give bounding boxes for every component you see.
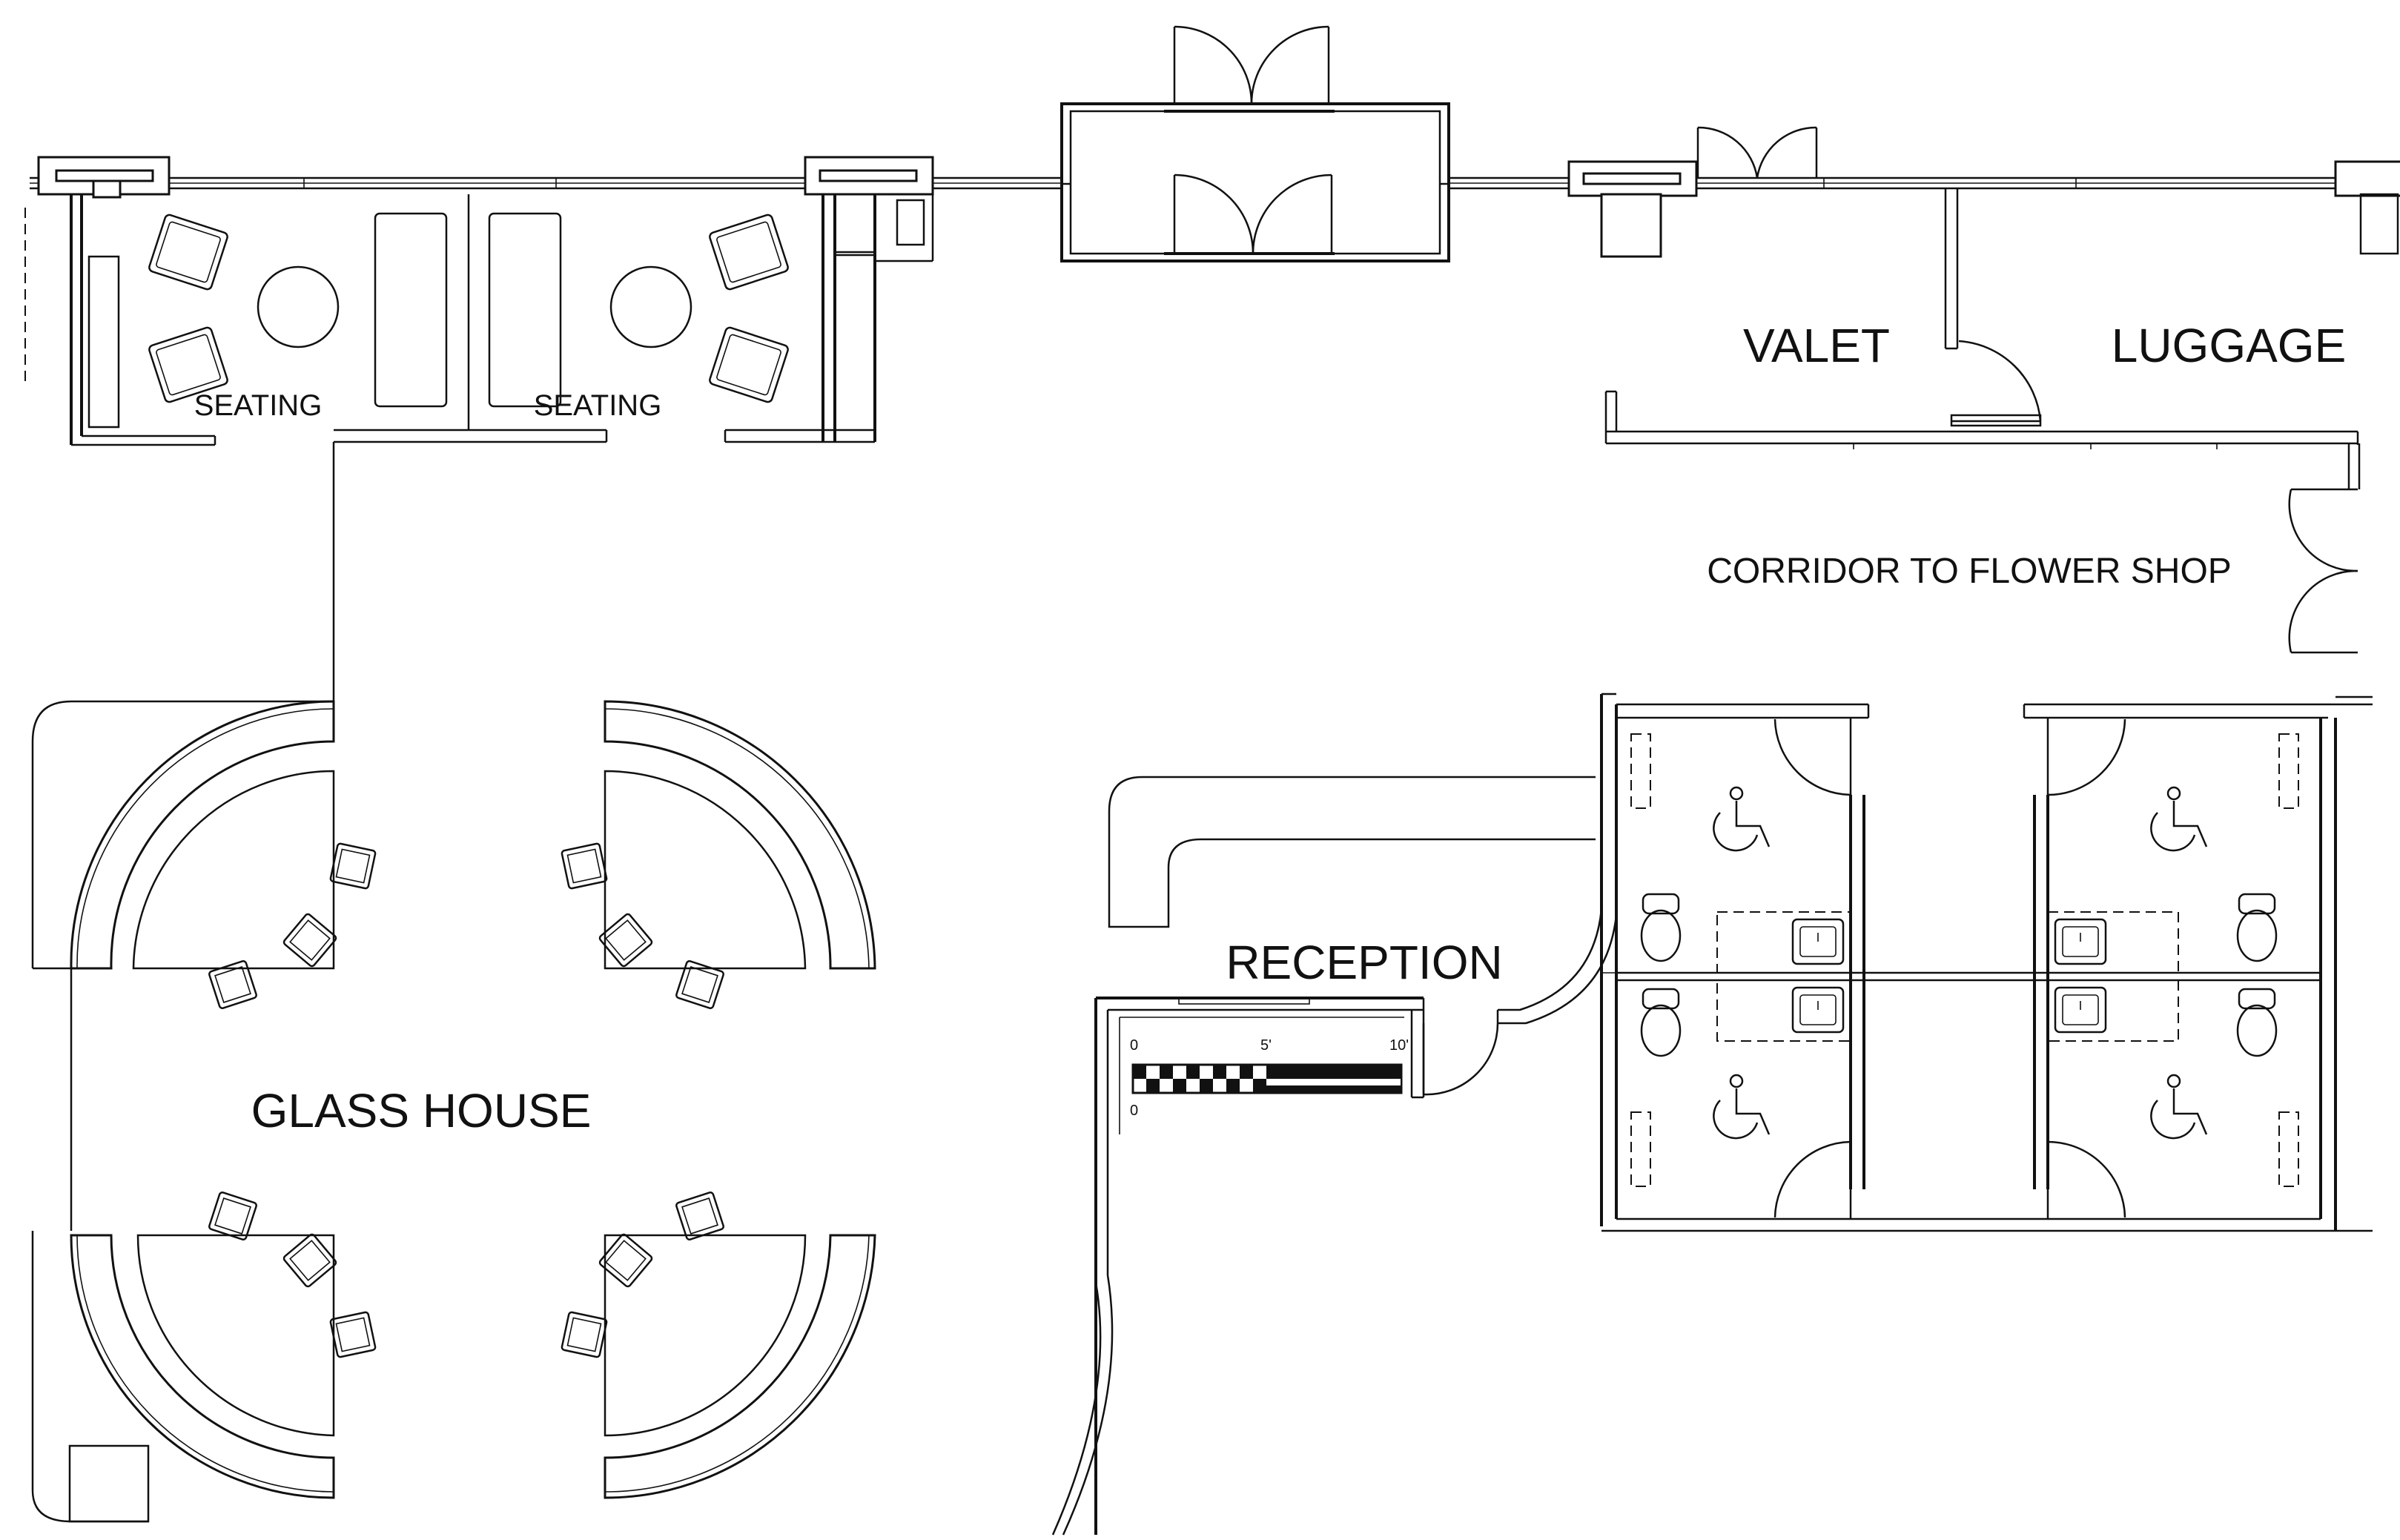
column bbox=[2334, 160, 2400, 197]
seating-area bbox=[24, 194, 934, 446]
chair-icon bbox=[598, 1233, 653, 1288]
toilet-icon bbox=[2236, 988, 2278, 1057]
scale-tick-10: 10' bbox=[1389, 1037, 1409, 1054]
toilet-icon bbox=[2236, 893, 2278, 962]
scale-origin: 0 bbox=[1130, 1103, 1138, 1119]
chair-icon bbox=[282, 913, 337, 968]
door-swing-icon bbox=[1173, 25, 1330, 105]
glass-house-label: GLASS HOUSE bbox=[251, 1084, 592, 1137]
chair-icon bbox=[709, 214, 789, 291]
chair-icon bbox=[598, 913, 653, 968]
door-swing-icon bbox=[1773, 1140, 1852, 1219]
sink-icon bbox=[2054, 918, 2107, 965]
sink-icon bbox=[1791, 918, 1845, 965]
valet-luggage-rooms bbox=[1604, 126, 2399, 489]
chair-icon bbox=[282, 1233, 337, 1288]
sink-icon bbox=[1791, 986, 1845, 1034]
chair-icon bbox=[148, 326, 228, 403]
seating-left-label: SEATING bbox=[194, 389, 323, 422]
chair-icon bbox=[561, 842, 608, 890]
glass-house bbox=[31, 442, 876, 1523]
toilet-icon bbox=[1640, 988, 1682, 1057]
chair-icon bbox=[709, 326, 789, 403]
entry-vestibule bbox=[1060, 25, 1450, 262]
sink-icon bbox=[2054, 986, 2107, 1034]
door-swing-icon bbox=[1173, 174, 1333, 254]
north-exterior-wall bbox=[30, 176, 2358, 190]
door-swing-icon bbox=[1951, 340, 2042, 423]
chair-icon bbox=[208, 960, 257, 1009]
corridor-label: CORRIDOR TO FLOWER SHOP bbox=[1707, 552, 2232, 591]
door-swing-icon bbox=[1696, 126, 1818, 179]
reception-area bbox=[1051, 776, 1618, 1536]
door-swing-icon bbox=[2046, 718, 2126, 796]
door-swing-icon bbox=[1773, 718, 1852, 796]
scale-tick-5: 5' bbox=[1260, 1037, 1272, 1054]
wheelchair-icon bbox=[1713, 1074, 1771, 1140]
chair-icon bbox=[561, 1311, 608, 1358]
door-swing-icon bbox=[2288, 488, 2358, 654]
door-swing-icon bbox=[2046, 1140, 2126, 1219]
column bbox=[804, 156, 934, 196]
reception-label: RECEPTION bbox=[1226, 936, 1502, 989]
luggage-label: LUGGAGE bbox=[2112, 319, 2347, 372]
scale-bar bbox=[1131, 1063, 1403, 1094]
wheelchair-icon bbox=[2150, 1074, 2208, 1140]
round-table-icon bbox=[609, 265, 692, 348]
door-swing-icon bbox=[1422, 1022, 1499, 1096]
wheelchair-icon bbox=[1713, 786, 1771, 852]
chair-icon bbox=[148, 214, 228, 291]
scale-tick-0: 0 bbox=[1130, 1037, 1138, 1054]
valet-label: VALET bbox=[1743, 319, 1890, 372]
column bbox=[37, 156, 171, 199]
chair-icon bbox=[208, 1192, 257, 1240]
wheelchair-icon bbox=[2150, 786, 2208, 852]
chair-icon bbox=[329, 1311, 377, 1358]
round-table-icon bbox=[257, 265, 340, 348]
toilet-icon bbox=[1640, 893, 1682, 962]
chair-icon bbox=[675, 960, 724, 1009]
seating-right-label: SEATING bbox=[534, 389, 662, 422]
chair-icon bbox=[329, 842, 377, 890]
restroom-block bbox=[1600, 693, 2373, 1232]
column bbox=[1567, 160, 1698, 258]
chair-icon bbox=[675, 1192, 724, 1240]
